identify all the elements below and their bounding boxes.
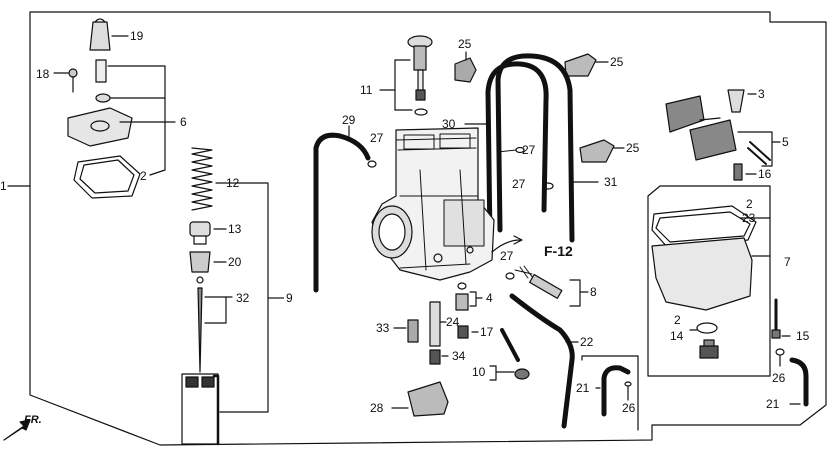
diagram-frame <box>29 11 827 446</box>
callout-26b: 26 <box>772 371 786 385</box>
callout-24: 24 <box>446 315 460 329</box>
callout-22: 22 <box>580 335 594 349</box>
callout-5: 5 <box>782 135 789 149</box>
callout-18: 18 <box>36 67 50 81</box>
callout-9: 9 <box>286 291 293 305</box>
part-drain-plug <box>699 339 719 359</box>
part-31-drain-hose <box>495 53 599 243</box>
part-25-clamp-a <box>454 51 477 83</box>
callout-13: 13 <box>228 222 242 236</box>
callout-3: 3 <box>758 87 765 101</box>
callout-7: 7 <box>784 255 791 269</box>
callout-32: 32 <box>236 291 250 305</box>
part-3-float-valve <box>727 89 757 113</box>
part-32-jet-needle <box>196 276 233 373</box>
part-33-main-jet <box>393 319 419 343</box>
reference-f12: F-12 <box>544 243 573 259</box>
part-30-overflow-hose <box>464 61 549 243</box>
part-21-hose-left <box>581 355 639 431</box>
part-24-needle-jet <box>429 301 447 347</box>
callout-10: 10 <box>472 365 486 379</box>
part-22-hose <box>509 293 579 429</box>
callout-27a: 27 <box>370 131 384 145</box>
reference-arrow <box>491 235 523 253</box>
callout-21a: 21 <box>576 381 590 395</box>
callout-27c: 27 <box>512 177 526 191</box>
callout-26a: 26 <box>622 401 636 415</box>
callout-30: 30 <box>442 117 456 131</box>
callout-14: 14 <box>670 329 684 343</box>
part-carburetor-body <box>371 127 495 281</box>
callout-27d: 27 <box>500 249 514 263</box>
part-27-clips <box>367 146 554 280</box>
part-adjuster-group <box>95 59 166 176</box>
callout-2b: 2 <box>746 197 753 211</box>
part-6-top-cover <box>67 107 176 147</box>
leader-9 <box>268 297 284 299</box>
part-19-cable-cap <box>89 18 129 51</box>
callout-16: 16 <box>758 167 772 181</box>
callout-33: 33 <box>376 321 390 335</box>
part-28-bracket <box>391 381 449 417</box>
part-18-screw <box>53 68 78 93</box>
callout-1: 1 <box>0 179 7 193</box>
front-arrow-icon <box>3 419 31 441</box>
part-25-clamp-b <box>564 53 609 77</box>
callout-8: 8 <box>590 285 597 299</box>
part-21-hose-right <box>789 357 809 407</box>
callout-25a: 25 <box>458 37 472 51</box>
part-15-bolt <box>771 298 791 339</box>
callout-6: 6 <box>180 115 187 129</box>
callout-11: 11 <box>360 83 373 97</box>
callout-21b: 21 <box>766 397 780 411</box>
part-11-starter-plunger <box>379 35 433 116</box>
callout-25b: 25 <box>610 55 624 69</box>
part-10-air-screw <box>489 328 530 381</box>
callout-23: 23 <box>742 211 756 225</box>
callout-12: 12 <box>226 176 240 190</box>
callout-31: 31 <box>604 175 618 189</box>
callout-34: 34 <box>452 349 466 363</box>
part-25-clamp-c <box>579 139 625 163</box>
callout-2a: 2 <box>140 169 147 183</box>
part-2-gasket <box>73 155 141 199</box>
part-4-jet <box>455 282 483 311</box>
callout-29: 29 <box>342 113 356 127</box>
callout-4: 4 <box>486 291 493 305</box>
callout-28: 28 <box>370 401 384 415</box>
callout-2c: 2 <box>674 313 681 327</box>
part-26-clip-right <box>775 348 785 367</box>
callout-25c: 25 <box>626 141 640 155</box>
part-29-vent-hose <box>313 125 371 293</box>
front-marker-label: FR. <box>24 414 42 426</box>
part-throttle-valve <box>181 373 220 446</box>
part-16-screw <box>733 163 757 181</box>
callout-19: 19 <box>130 29 144 43</box>
float-bowl-group <box>647 185 771 377</box>
part-34-pilot-jet <box>429 349 449 365</box>
callout-15: 15 <box>796 329 810 343</box>
part-20-holder <box>189 251 227 273</box>
part-8-pilot-screw <box>514 265 589 307</box>
callout-20: 20 <box>228 255 242 269</box>
part-17-plug <box>457 325 479 339</box>
callout-17: 17 <box>480 325 494 339</box>
part-5-float <box>665 95 781 167</box>
part-14-o-ring <box>689 322 718 334</box>
callout-27b: 27 <box>522 143 536 157</box>
part-13-retainer <box>189 221 227 245</box>
